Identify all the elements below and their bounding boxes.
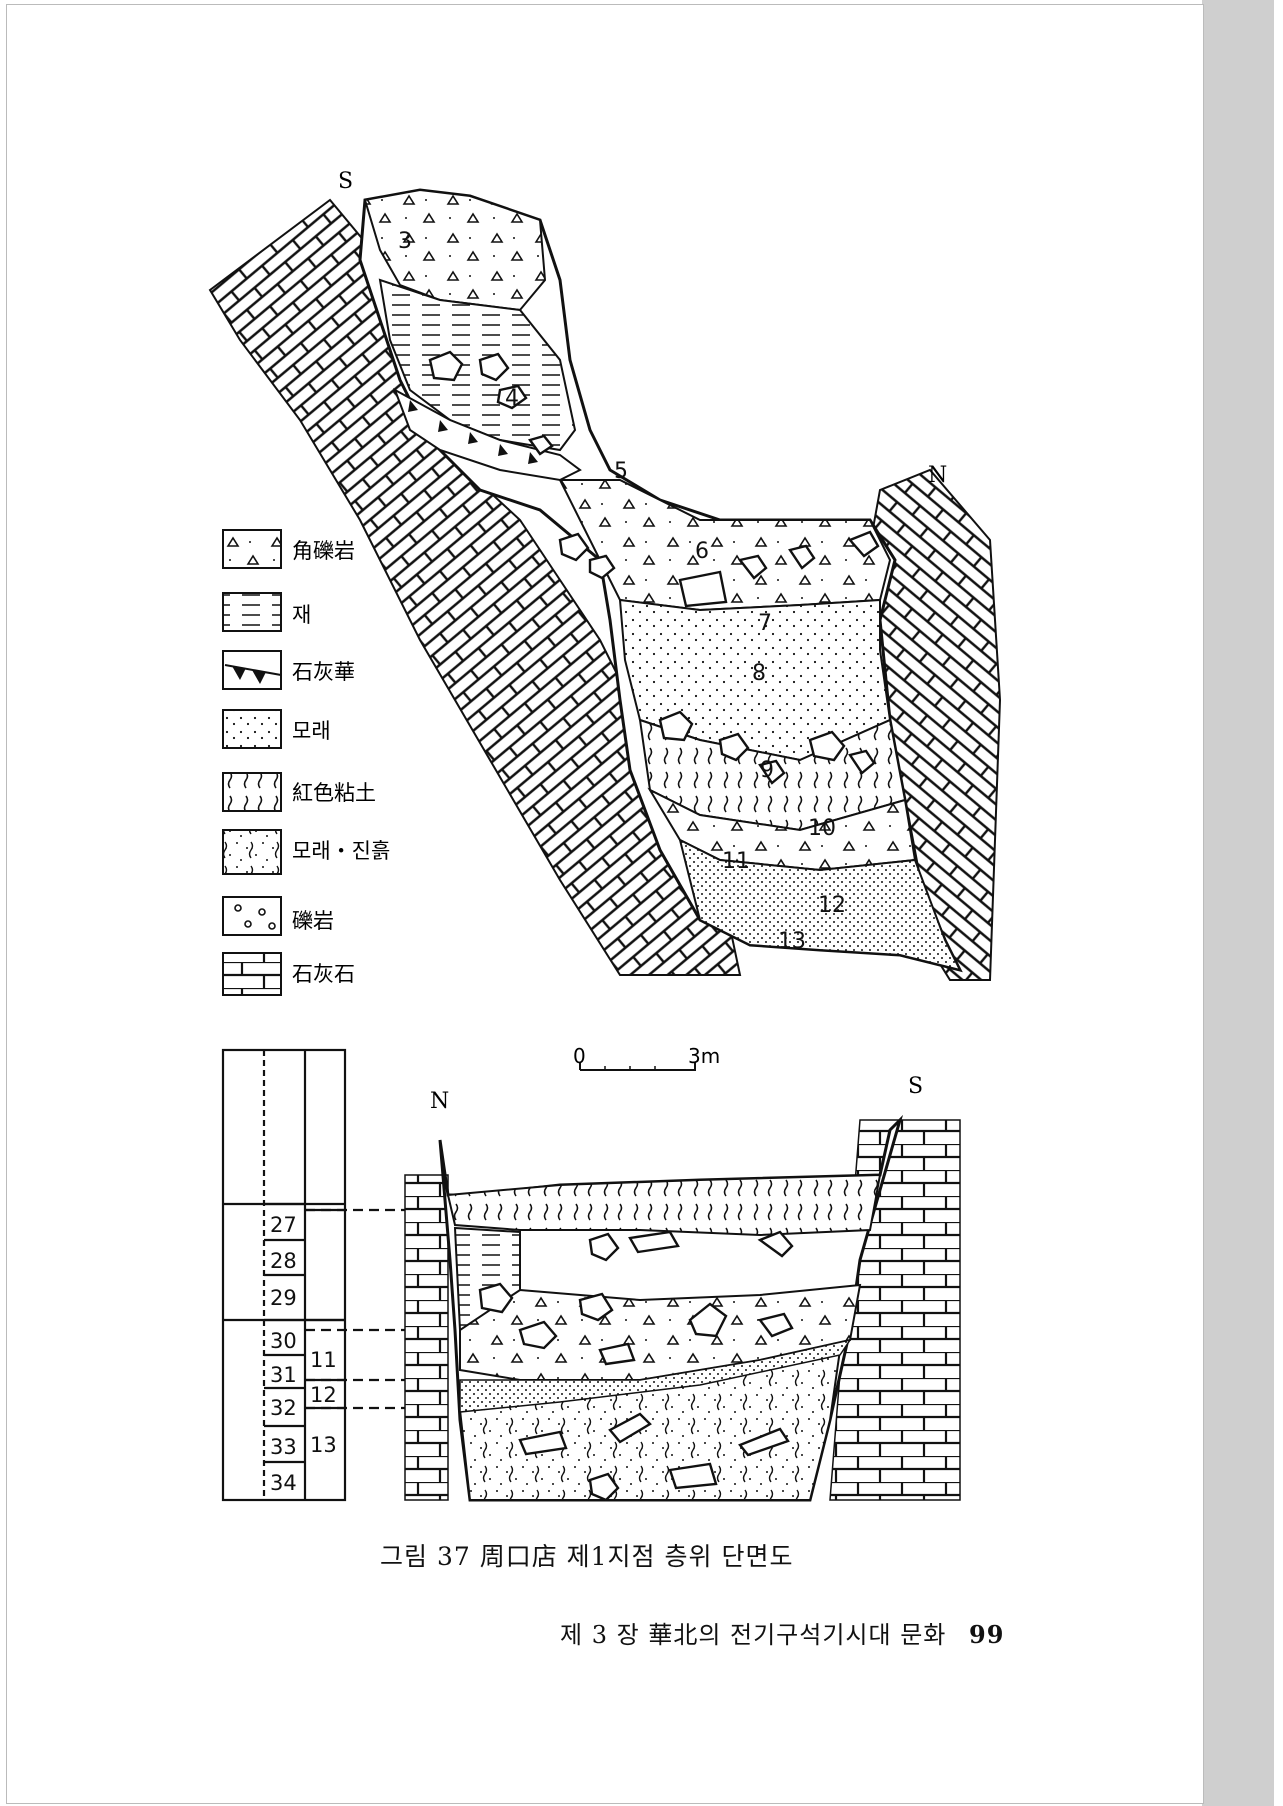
chapter-title: 제 3 장 華北의 전기구석기시대 문화 [560,1621,947,1649]
correlation-layer-13: 13 [310,1433,337,1457]
svg-text:紅色粘土: 紅色粘土 [292,781,376,805]
legend-item-red-clay: 紅色粘土 [222,772,376,812]
column-layer-27: 27 [270,1213,297,1237]
upper-north-label: N [928,463,947,488]
legend-item-breccia: 角礫岩 [222,529,355,569]
page-edge-shadow [1202,0,1274,1806]
layer-label-8: 8 [752,661,766,686]
svg-text:모래・진흙: 모래・진흙 [292,839,390,863]
scale-start: 0 [573,1044,586,1068]
layer-label-13: 13 [778,929,806,954]
legend-item-ash: 재 [222,592,311,632]
figure-caption: 그림 37 周口店 제1지점 층위 단면도 [380,1542,794,1571]
lower-north-label: N [430,1089,449,1114]
layer-label-7: 7 [758,611,772,636]
legend-item-sand: 모래 [222,709,331,749]
page-footer: 제 3 장 華北의 전기구석기시대 문화 99 [560,1615,1080,1650]
column-layer-28: 28 [270,1249,297,1273]
layer-label-11: 11 [722,849,750,874]
column-layer-34: 34 [270,1471,297,1495]
legend-item-limestone: 石灰石 [222,952,355,996]
svg-text:모래: 모래 [292,719,331,743]
layer-label-10: 10 [808,816,836,841]
column-layer-32: 32 [270,1396,297,1420]
svg-text:재: 재 [292,603,311,627]
column-layer-30: 30 [270,1329,297,1353]
legend-item-sand-silt: 모래・진흙 [222,829,390,875]
scale-bar: 0 3m [573,1044,720,1071]
layer-label-3: 3 [398,229,412,254]
legend-item-travertine: 石灰華 [222,650,355,690]
svg-text:石灰華: 石灰華 [292,660,355,684]
column-layer-31: 31 [270,1363,297,1387]
page-number: 99 [969,1620,1005,1649]
correlation-layer-11: 11 [310,1348,337,1372]
svg-text:石灰石: 石灰石 [292,962,355,986]
layer-label-6: 6 [695,539,709,564]
upper-section-drawing: S N 3 4 5 6 7 8 9 10 11 12 13 [208,169,1002,981]
legend: 角礫岩 재 石灰華 모래 紅色粘土 모래・진흙 [222,529,390,996]
column-layer-33: 33 [270,1435,297,1459]
layer-label-4: 4 [505,386,519,411]
stratigraphic-column [221,1048,410,1502]
lower-south-label: S [908,1074,923,1099]
upper-south-label: S [338,169,353,194]
correlation-layer-12: 12 [310,1383,337,1407]
svg-text:角礫岩: 角礫岩 [292,539,355,563]
layer-label-9: 9 [760,758,774,783]
svg-text:礫岩: 礫岩 [292,909,334,933]
layer-label-5: 5 [614,459,628,484]
lower-section-drawing: 27 28 29 30 31 32 33 34 11 12 13 [221,1048,961,1502]
scale-end: 3m [688,1044,720,1068]
column-layer-29: 29 [270,1286,297,1310]
layer-label-12: 12 [818,893,846,918]
legend-item-conglomerate: 礫岩 [222,896,334,936]
